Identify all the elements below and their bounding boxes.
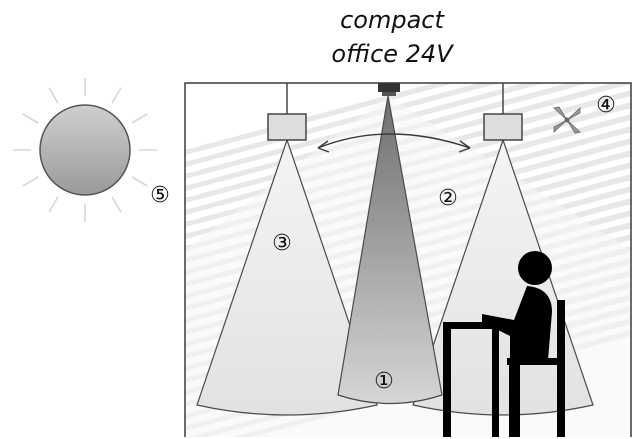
detection-arc-arrow-right <box>458 140 471 153</box>
detection-arc <box>317 133 471 149</box>
callout-3: ③ <box>272 231 292 256</box>
sun-rays <box>13 78 157 222</box>
daylight-ray <box>185 83 455 155</box>
callout-5: ⑤ <box>150 183 170 208</box>
detection-arc-arrow-left <box>317 140 330 153</box>
callout-1: ① <box>374 369 394 394</box>
room-outline <box>184 82 632 437</box>
callout-4: ④ <box>596 93 616 118</box>
sun-ray <box>48 87 59 104</box>
sun-ray <box>131 113 148 124</box>
sensor-zone-central <box>337 95 443 405</box>
luminaire-cone-left <box>196 138 378 416</box>
sun-ray <box>111 196 122 213</box>
luminaire-right <box>483 83 523 141</box>
product-title-line-2: office 24V <box>331 40 453 68</box>
callout-2: ② <box>438 186 458 211</box>
daylight-ray <box>185 83 545 179</box>
sun-ray <box>22 113 39 124</box>
sun-ray <box>111 87 122 104</box>
fan-icon <box>553 106 581 134</box>
sun-ray <box>131 176 148 187</box>
sensor-icon <box>378 83 400 96</box>
sun-ray <box>22 176 39 187</box>
luminaire-left <box>267 83 307 141</box>
person-icon <box>482 251 552 437</box>
sun-ray <box>48 196 59 213</box>
product-title-line-1: compact <box>340 6 444 34</box>
sun-icon <box>13 78 157 222</box>
daylight-ray <box>185 83 500 167</box>
